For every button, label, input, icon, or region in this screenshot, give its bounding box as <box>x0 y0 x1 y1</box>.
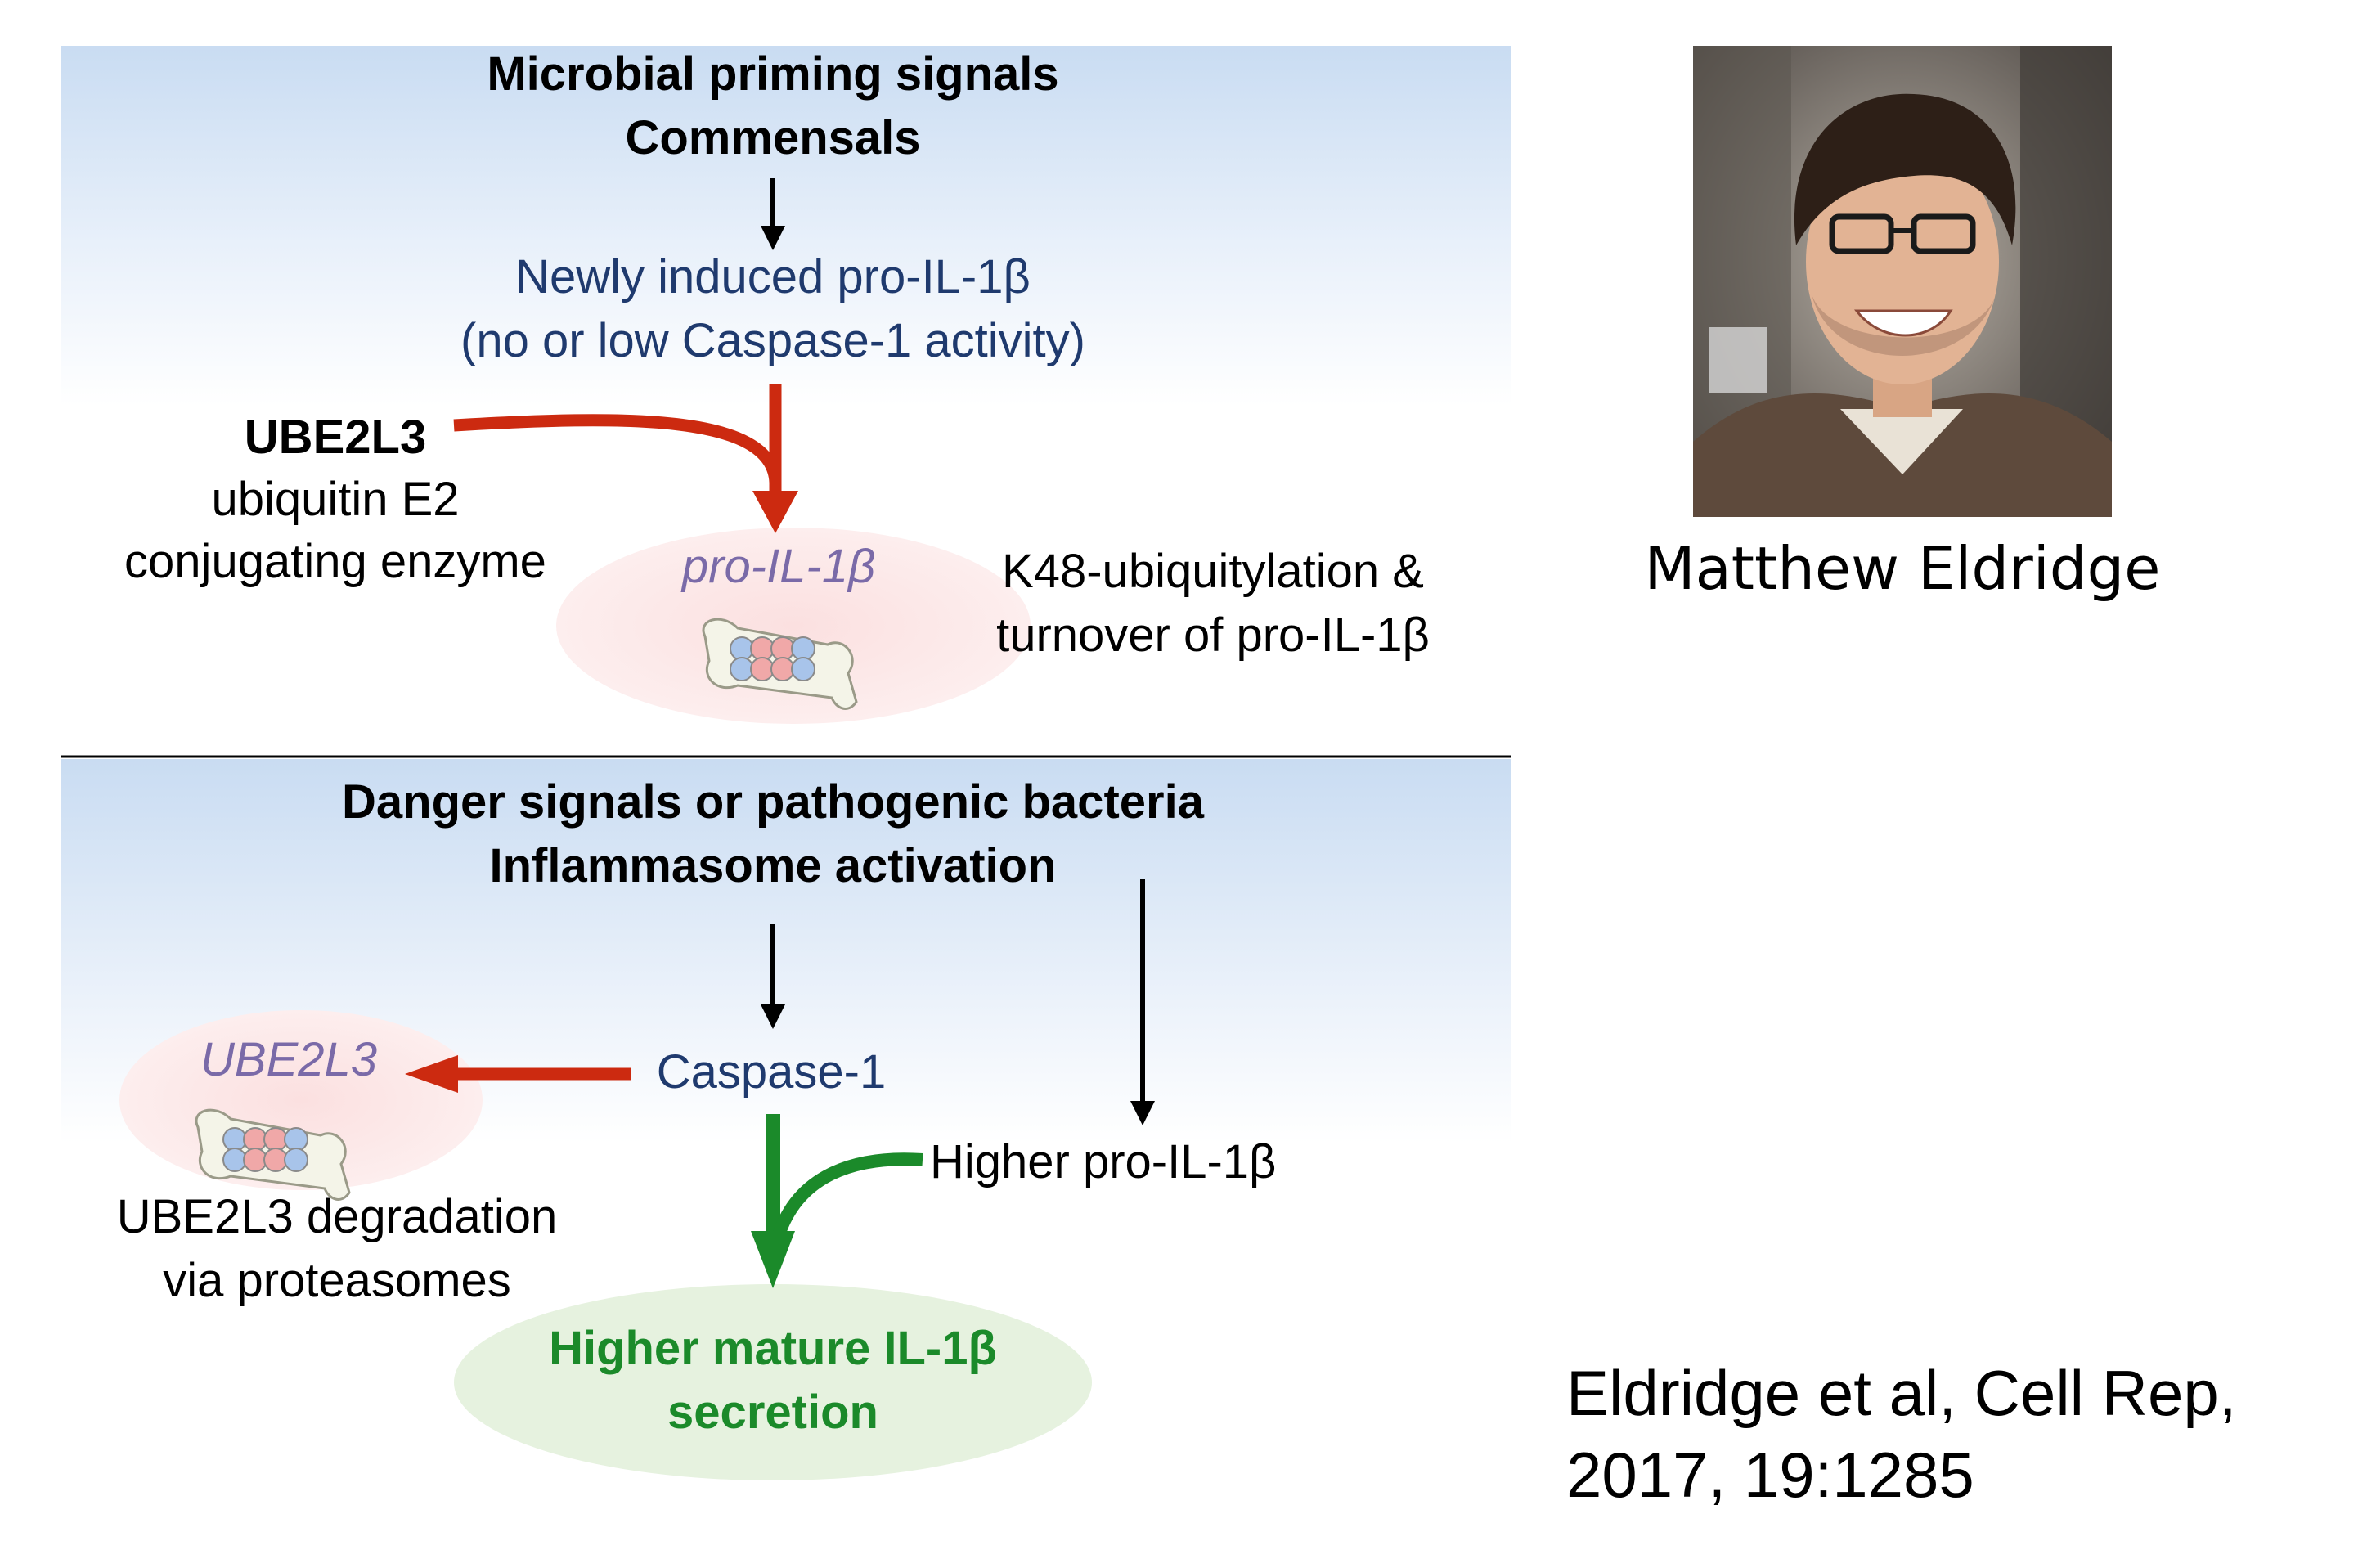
citation-line2: 2017, 19:1285 <box>1566 1439 1974 1511</box>
degradation-line2: via proteasomes <box>163 1254 511 1307</box>
caspase-label: Caspase-1 <box>657 1045 886 1098</box>
red-arrowhead-top <box>752 491 798 533</box>
ube2l3-desc-line1: ubiquitin E2 <box>211 473 459 526</box>
ube2l3-ubiquitylation-arrow <box>453 414 782 483</box>
mature-il1b-blob <box>454 1284 1092 1480</box>
mature-il1b-line1: Higher mature IL-1β <box>549 1322 997 1375</box>
bottom-title-line2: Inflammasome activation <box>490 839 1057 892</box>
pro-il1b-label: pro-IL-1β <box>680 540 875 593</box>
proteasome-icon-bottom <box>195 1108 351 1201</box>
mature-il1b-line2: secretion <box>667 1386 878 1439</box>
higher-pro-to-mature-arrow <box>772 1152 923 1238</box>
induced-pro-il1b-line1: Newly induced pro-IL-1β <box>515 250 1031 303</box>
ube2l3-name: UBE2L3 <box>245 411 426 464</box>
portrait-photo <box>1693 46 2112 517</box>
ube2l3-degraded-label: UBE2L3 <box>200 1033 377 1086</box>
ube2l3-desc-line2: conjugating enzyme <box>124 535 546 588</box>
degradation-line1: UBE2L3 degradation <box>117 1190 558 1243</box>
k48-line1: K48-ubiquitylation & <box>1002 545 1424 598</box>
induced-pro-il1b-line2: (no or low Caspase-1 activity) <box>460 314 1085 367</box>
higher-pro-il1b-label: Higher pro-IL-1β <box>930 1135 1276 1188</box>
proteasome-icon <box>702 618 858 710</box>
red-arrowhead-bottom <box>405 1055 458 1093</box>
k48-line2: turnover of pro-IL-1β <box>996 609 1430 662</box>
person-name: Matthew Eldridge <box>1645 534 2161 603</box>
pro-il1b-highlight-blob <box>556 528 1031 724</box>
top-title-line1: Microbial priming signals <box>487 47 1058 101</box>
top-title-line2: Commensals <box>625 111 920 164</box>
bottom-title-line1: Danger signals or pathogenic bacteria <box>342 775 1205 829</box>
citation-line1: Eldridge et al, Cell Rep, <box>1566 1357 2236 1429</box>
green-arrowhead <box>751 1231 795 1288</box>
top-panel-background <box>61 46 1511 406</box>
